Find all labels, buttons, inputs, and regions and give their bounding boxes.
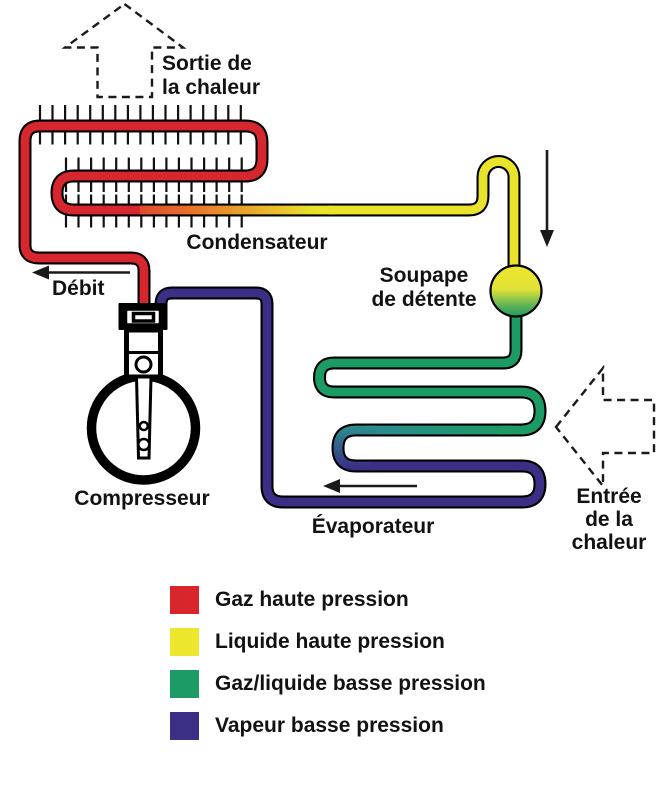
compressor-rod-hole-small — [138, 420, 150, 432]
compressor-head-slot — [131, 311, 156, 323]
expansion-valve-ball — [489, 264, 543, 318]
legend-label: Gaz haute pression — [215, 588, 409, 611]
compressor-rod-hole-large — [137, 437, 151, 452]
legend-swatch-red — [170, 586, 199, 614]
heat-in-label: Entrée de la chaleur — [571, 485, 647, 554]
pipe-high-pressure-liquid — [328, 157, 519, 269]
condenser-label: Condensateur — [186, 231, 328, 254]
compressor-pin-circle — [134, 355, 153, 374]
legend-row-low-pressure-vapor: Vapeur basse pression — [170, 712, 486, 740]
valve-arrow-head — [540, 230, 554, 247]
flow-label: Débit — [52, 277, 105, 300]
pipe-high-pressure-gas — [20, 121, 267, 316]
legend-row-low-pressure-gas-liquid: Gaz/liquide basse pression — [170, 670, 486, 698]
compressor — [86, 303, 201, 485]
legend-swatch-purple — [170, 712, 199, 740]
evaporator-label: Évaporateur — [311, 515, 435, 538]
compressor-label: Compresseur — [74, 487, 210, 510]
legend-label: Vapeur basse pression — [215, 714, 444, 737]
legend-label: Liquide haute pression — [215, 630, 445, 653]
heat-out-label: Sortie de la chaleur — [162, 52, 261, 99]
legend-swatch-yellow — [170, 628, 199, 656]
legend-row-high-pressure-gas: Gaz haute pression — [170, 586, 486, 614]
legend-row-high-pressure-liquid: Liquide haute pression — [170, 628, 486, 656]
legend: Gaz haute pression Liquide haute pressio… — [170, 586, 486, 754]
heat-in-dashed-arrow — [554, 364, 656, 490]
pipe-low-pressure-vapor — [156, 288, 545, 507]
flow-arrow-head — [32, 265, 49, 280]
heat-out-dashed-arrow — [61, 2, 187, 99]
legend-label: Gaz/liquide basse pression — [215, 672, 486, 695]
valve-label: Soupape de détente — [371, 264, 477, 311]
evaporator-arrow-head — [323, 479, 340, 493]
pipe-low-pressure-gas-liquid — [315, 313, 545, 435]
compressor-piston-rod — [134, 375, 153, 460]
legend-swatch-green — [170, 670, 199, 698]
pipe-teal-indigo-turn — [333, 425, 376, 471]
pipe-colors — [20, 121, 545, 507]
